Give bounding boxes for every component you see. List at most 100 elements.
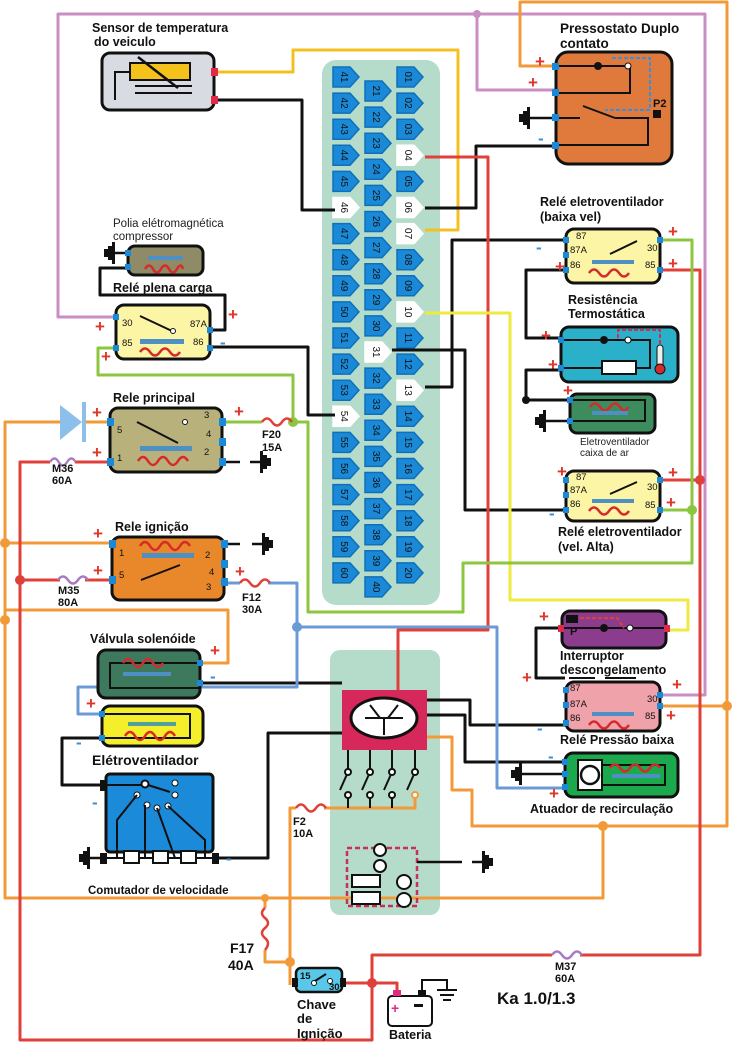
ground-icon: [102, 240, 127, 266]
svg-text:Rele principal: Rele principal: [113, 391, 195, 405]
svg-text:87A: 87A: [570, 245, 588, 256]
svg-text:M36: M36: [52, 463, 73, 475]
connector-pin-09: 09: [396, 275, 425, 297]
connector-pin-21: 21: [364, 80, 393, 102]
svg-text:-: -: [220, 333, 226, 352]
svg-text:(vel. Alta): (vel. Alta): [558, 540, 614, 554]
svg-text:+: +: [522, 668, 532, 687]
ignition-relay: Rele ignição 1 5 2 4 3: [109, 520, 275, 602]
connector-pin-50: 50: [332, 301, 361, 323]
svg-text:2: 2: [204, 447, 209, 458]
svg-text:14: 14: [402, 411, 413, 423]
connector-pin-02: 02: [396, 92, 425, 114]
low-pressure-relay: 87 87A 86 30 85 Relé Pressão baixa: [560, 677, 675, 747]
connector-pin-30: 30: [364, 315, 393, 337]
svg-text:3: 3: [204, 410, 209, 421]
battery: + Bateria: [387, 979, 457, 1042]
svg-text:54: 54: [338, 411, 349, 423]
svg-text:42: 42: [338, 98, 349, 110]
svg-text:60A: 60A: [52, 475, 72, 487]
svg-text:1: 1: [119, 548, 124, 559]
svg-text:46: 46: [338, 202, 349, 214]
svg-text:+: +: [672, 675, 682, 694]
connector-pin-11: 11: [396, 327, 425, 349]
svg-text:52: 52: [338, 359, 349, 371]
svg-text:87: 87: [576, 472, 587, 483]
svg-text:34: 34: [370, 425, 381, 437]
svg-text:Relé Pressão baixa: Relé Pressão baixa: [560, 733, 675, 747]
svg-text:47: 47: [338, 228, 349, 240]
connector-pin-56: 56: [332, 457, 361, 480]
connector-pin-08: 08: [396, 248, 425, 271]
svg-text:19: 19: [402, 541, 413, 553]
connector-pin-36: 36: [364, 471, 393, 494]
svg-text:+: +: [101, 347, 111, 366]
svg-text:30: 30: [370, 320, 381, 332]
svg-text:86: 86: [570, 499, 581, 510]
svg-text:86: 86: [193, 337, 204, 348]
connector-pin-46: 46: [332, 196, 361, 219]
speed-selector-switch: Comutador de velocidade: [77, 772, 229, 897]
svg-text:+: +: [535, 52, 545, 71]
svg-text:51: 51: [338, 332, 349, 344]
svg-text:03: 03: [402, 124, 413, 136]
svg-text:25: 25: [370, 190, 381, 202]
svg-text:05: 05: [402, 176, 413, 188]
svg-text:-: -: [210, 667, 216, 686]
svg-text:40A: 40A: [228, 957, 254, 973]
connector-pin-10: 10: [396, 301, 425, 323]
svg-text:-: -: [92, 793, 98, 812]
svg-text:Resistência: Resistência: [568, 293, 639, 307]
temperature-sensor: Sensor de temperatura do veiculo: [92, 21, 229, 112]
svg-text:contato: contato: [560, 36, 609, 51]
svg-text:+: +: [666, 706, 676, 725]
svg-text:28: 28: [370, 268, 381, 280]
svg-text:15: 15: [300, 971, 311, 982]
connector-pin-07: 07: [396, 222, 425, 245]
svg-text:F12: F12: [242, 592, 261, 604]
connector-pin-45: 45: [332, 170, 361, 193]
connector-pin-17: 17: [396, 483, 425, 506]
svg-text:+: +: [93, 524, 103, 543]
connector-pin-37: 37: [364, 497, 393, 520]
svg-text:56: 56: [338, 463, 349, 475]
connector-pin-06: 06: [396, 196, 425, 219]
svg-text:85: 85: [122, 338, 133, 349]
connector-pin-38: 38: [364, 523, 393, 546]
svg-text:M37: M37: [555, 961, 576, 973]
svg-text:Relé plena carga: Relé plena carga: [113, 281, 213, 295]
svg-text:(baixa vel): (baixa vel): [540, 210, 601, 224]
connector-pin-27: 27: [364, 236, 393, 259]
svg-text:06: 06: [402, 202, 413, 214]
svg-text:Relé eletroventilador: Relé eletroventilador: [540, 195, 664, 209]
svg-text:30: 30: [329, 982, 340, 993]
svg-text:60: 60: [338, 567, 349, 579]
svg-text:+: +: [668, 222, 678, 241]
svg-text:38: 38: [370, 529, 381, 541]
svg-text:3: 3: [206, 582, 211, 593]
svg-text:29: 29: [370, 294, 381, 306]
dual-pressure-switch: Pressostato Duplo contato P2: [517, 21, 679, 166]
ignition-switch[interactable]: 15 30 Chave de Ignição: [292, 966, 346, 1041]
svg-text:+: +: [668, 254, 678, 273]
svg-text:+: +: [391, 1000, 399, 1016]
svg-text:+: +: [548, 355, 558, 374]
svg-text:60A: 60A: [555, 973, 575, 985]
svg-text:18: 18: [402, 515, 413, 527]
svg-text:50: 50: [338, 306, 349, 318]
svg-text:1: 1: [117, 453, 122, 464]
svg-text:4: 4: [209, 567, 214, 578]
svg-text:Eletroventilador: Eletroventilador: [580, 437, 650, 448]
svg-text:31: 31: [370, 346, 381, 358]
svg-text:Elétroventilador: Elétroventilador: [92, 752, 199, 768]
ground-icon: [470, 849, 495, 875]
svg-text:87: 87: [570, 683, 581, 694]
fan-relay-low-speed: Relé eletroventilador (baixa vel) 87 87A…: [540, 195, 664, 285]
full-load-relay: Relé plena carga 30 87A 85 86: [113, 281, 213, 361]
svg-text:40: 40: [370, 581, 381, 593]
svg-text:P: P: [570, 626, 577, 638]
svg-text:02: 02: [402, 98, 413, 110]
svg-text:+: +: [557, 462, 567, 481]
svg-text:4: 4: [206, 429, 211, 440]
